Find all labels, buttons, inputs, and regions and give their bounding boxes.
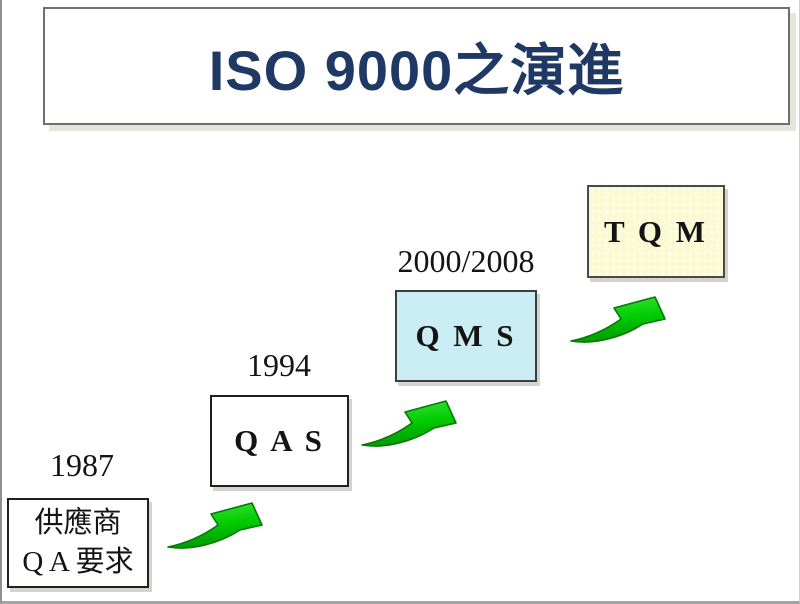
- slide-title: ISO 9000之演進: [208, 38, 625, 102]
- stage-label-qas: Q A S: [234, 423, 325, 459]
- year-label-2000-2008: 2000/2008: [397, 243, 535, 279]
- curved-up-arrow-icon: [167, 502, 263, 549]
- stage-label-qa-requirement: Q A 要求: [22, 546, 134, 578]
- stage-label-supplier: 供應商: [34, 506, 122, 539]
- stage-box-qms: Q M S: [395, 290, 537, 382]
- stage-label-qms: Q M S: [415, 318, 517, 354]
- curved-up-arrow-icon: [570, 296, 666, 343]
- year-label-1987: 1987: [50, 447, 114, 483]
- stage-label-tqm: T Q M: [604, 213, 708, 249]
- stage-box-supplier-qa: 供應商 Q A 要求: [7, 498, 149, 588]
- curved-up-arrow-icon: [361, 400, 457, 447]
- year-label-1994: 1994: [247, 347, 311, 383]
- stage-box-tqm: T Q M: [587, 185, 725, 278]
- stage-box-qas: Q A S: [210, 395, 349, 487]
- title-box: ISO 9000之演進: [43, 7, 790, 125]
